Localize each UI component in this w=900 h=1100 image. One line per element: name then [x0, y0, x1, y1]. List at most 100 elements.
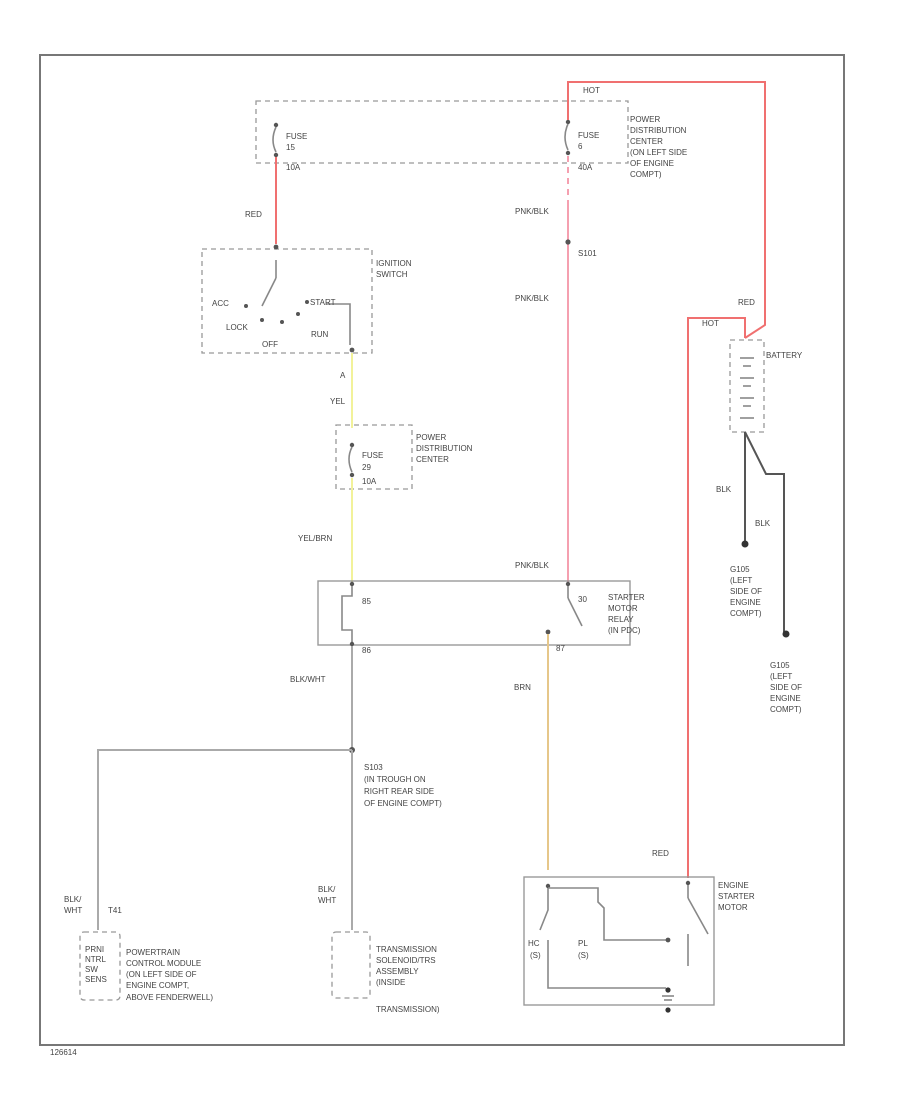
ignition-run-label: RUN	[311, 330, 329, 339]
wire-yel-label: YEL	[330, 397, 346, 406]
relay-switch	[545, 581, 583, 635]
ignition-switch-label: IGNITION	[376, 259, 412, 268]
ground-right-label: G105 (LEFT SIDE OF ENGINE COMPT)	[770, 661, 802, 714]
transmission-label: TRANSMISSION SOLENOID/TRS ASSEMBLY (INSI…	[376, 945, 440, 1014]
svg-text:NTRL: NTRL	[85, 955, 106, 964]
relay-85-label: 85	[362, 597, 371, 606]
relay-30-label: 30	[578, 595, 587, 604]
svg-text:G105: G105	[770, 661, 790, 670]
wire-blk-ground-2	[744, 431, 785, 632]
wire-red-starter-label: RED	[652, 849, 669, 858]
ignition-acc-label: ACC	[212, 299, 229, 308]
svg-text:POWER: POWER	[630, 115, 660, 124]
wire-red-battery-to-pdc	[567, 81, 766, 339]
wire-brn-label: BRN	[514, 683, 531, 692]
terminal-t41-label: T41	[108, 906, 122, 915]
starter-pl-label-2: (S)	[578, 951, 589, 960]
svg-text:ASSEMBLY: ASSEMBLY	[376, 967, 419, 976]
relay-87-label: 87	[556, 644, 565, 653]
svg-text:POWER: POWER	[416, 433, 446, 442]
pcm-label: POWERTRAIN CONTROL MODULE (ON LEFT SIDE …	[126, 948, 213, 1002]
fuse-6	[564, 119, 571, 156]
starter-motor-box	[523, 876, 715, 1006]
svg-text:RELAY: RELAY	[608, 615, 634, 624]
wire-pnk-blk-label-1: PNK/BLK	[515, 207, 549, 216]
ignition-lock-label: LOCK	[226, 323, 248, 332]
relay-86-label: 86	[362, 646, 371, 655]
starter-hc-label-2: (S)	[530, 951, 541, 960]
hot-label-battery: HOT	[702, 319, 719, 328]
svg-text:STARTER: STARTER	[718, 892, 755, 901]
fuse-15-label: FUSE	[286, 132, 307, 141]
fuse-6-label: FUSE	[578, 131, 599, 140]
fuse-15-number: 15	[286, 143, 295, 152]
svg-text:STARTER: STARTER	[608, 593, 645, 602]
fuse-6-rating: 40A	[578, 163, 593, 172]
svg-text:CONTROL MODULE: CONTROL MODULE	[126, 959, 201, 968]
svg-text:RIGHT REAR SIDE: RIGHT REAR SIDE	[364, 787, 434, 796]
svg-text:(INSIDE: (INSIDE	[376, 978, 405, 987]
svg-text:COMPT): COMPT)	[730, 609, 762, 618]
svg-text:TRANSMISSION: TRANSMISSION	[376, 945, 437, 954]
splice-s103-label: S103 (IN TROUGH ON RIGHT REAR SIDE OF EN…	[364, 763, 442, 808]
fuse-6-number: 6	[578, 142, 583, 151]
svg-text:ABOVE FENDERWELL): ABOVE FENDERWELL)	[126, 993, 213, 1002]
svg-text:COMPT): COMPT)	[630, 170, 662, 179]
svg-text:DISTRIBUTION: DISTRIBUTION	[416, 444, 473, 453]
svg-text:SW: SW	[85, 965, 98, 974]
pdc-mid-label: POWER DISTRIBUTION CENTER	[416, 433, 473, 464]
svg-text:(IN TROUGH ON: (IN TROUGH ON	[364, 775, 426, 784]
svg-text:ENGINE: ENGINE	[718, 881, 749, 890]
ground-left-label: G105 (LEFT SIDE OF ENGINE COMPT)	[730, 565, 762, 618]
wire-red-battery-label: RED	[738, 298, 755, 307]
svg-text:DISTRIBUTION: DISTRIBUTION	[630, 126, 687, 135]
svg-text:SOLENOID/TRS: SOLENOID/TRS	[376, 956, 436, 965]
svg-text:ENGINE: ENGINE	[770, 694, 801, 703]
ignition-switch-label-2: SWITCH	[376, 270, 408, 279]
svg-text:SIDE OF: SIDE OF	[770, 683, 802, 692]
svg-text:CENTER: CENTER	[416, 455, 449, 464]
starter-relay-box	[317, 580, 631, 646]
fuse-29-label: FUSE	[362, 451, 383, 460]
pdc-top-label: POWER DISTRIBUTION CENTER (ON LEFT SIDE …	[630, 115, 687, 179]
ignition-off-label: OFF	[262, 340, 278, 349]
ignition-switch-contacts	[244, 260, 355, 353]
fuse-29-rating: 10A	[362, 477, 377, 486]
svg-text:(ON LEFT SIDE: (ON LEFT SIDE	[630, 148, 687, 157]
svg-text:CENTER: CENTER	[630, 137, 663, 146]
svg-text:OF ENGINE: OF ENGINE	[630, 159, 674, 168]
hot-label-top: HOT	[583, 86, 600, 95]
ignition-start-label: START	[310, 298, 336, 307]
wire-blk-wht-label: BLK/WHT	[290, 675, 326, 684]
fuse-29	[348, 442, 355, 478]
fuse-15	[272, 122, 279, 158]
ground-g105-left	[741, 540, 749, 548]
svg-text:SIDE OF: SIDE OF	[730, 587, 762, 596]
fuse-29-number: 29	[362, 463, 371, 472]
svg-text:OF ENGINE COMPT): OF ENGINE COMPT)	[364, 799, 442, 808]
wire-blk-label-1: BLK	[716, 485, 732, 494]
svg-text:S103: S103	[364, 763, 383, 772]
wire-pnk-blk-label-2: PNK/BLK	[515, 294, 549, 303]
svg-text:TRANSMISSION): TRANSMISSION)	[376, 1005, 440, 1014]
pdc-mid-box	[335, 424, 413, 490]
pdc-top-box	[255, 100, 629, 164]
svg-text:PRNI: PRNI	[85, 945, 104, 954]
starter-hc-label: HC	[528, 939, 540, 948]
pcm-box-label: PRNI NTRL SW SENS	[85, 945, 107, 984]
ignition-terminal-top	[273, 244, 279, 250]
splice-s101	[565, 239, 571, 245]
svg-text:POWERTRAIN: POWERTRAIN	[126, 948, 180, 957]
svg-text:MOTOR: MOTOR	[718, 903, 748, 912]
svg-text:COMPT): COMPT)	[770, 705, 802, 714]
battery-cells	[740, 357, 754, 419]
wire-blk-wht-to-pcm	[97, 749, 352, 930]
svg-text:G105: G105	[730, 565, 750, 574]
pcm-box	[79, 931, 121, 1001]
wire-blk-wht-label-2b: WHT	[64, 906, 82, 915]
ignition-switch-box	[201, 248, 373, 354]
svg-text:SENS: SENS	[85, 975, 107, 984]
starter-relay-label: STARTER MOTOR RELAY (IN PDC)	[608, 593, 645, 635]
svg-text:ENGINE COMPT,: ENGINE COMPT,	[126, 981, 189, 990]
